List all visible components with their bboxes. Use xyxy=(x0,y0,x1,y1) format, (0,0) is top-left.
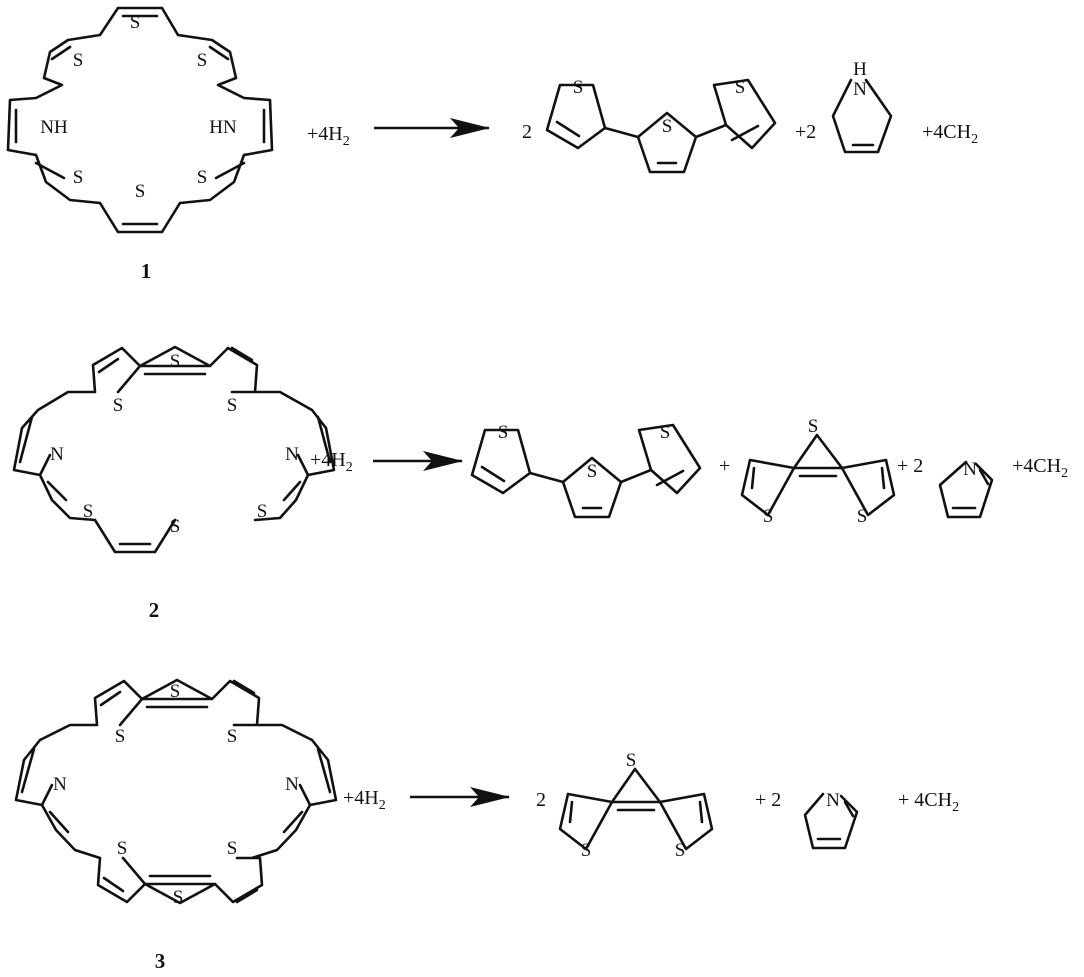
atom-hydrogen: H xyxy=(853,59,867,80)
product-coefficient: 2 xyxy=(522,121,532,143)
atom-sulfur: S xyxy=(197,50,208,71)
atom-sulfur: S xyxy=(662,116,673,137)
macrocycle-2 xyxy=(12,345,336,554)
atom-sulfur: S xyxy=(257,501,268,522)
atom-sulfur: S xyxy=(73,50,84,71)
compound-label: 1 xyxy=(141,259,152,283)
atom-nitrogen: N xyxy=(53,774,67,795)
atom-nitrogen: N xyxy=(50,444,64,465)
atom-sulfur: S xyxy=(675,840,686,861)
atom-hn: HN xyxy=(209,117,237,138)
macrocycle-1 xyxy=(6,6,274,234)
product-coefficient: + xyxy=(719,455,730,477)
atom-sulfur: S xyxy=(113,395,124,416)
pyrrole-product xyxy=(938,460,994,519)
atom-sulfur: S xyxy=(227,838,238,859)
atom-sulfur: S xyxy=(170,516,181,537)
reagent-h2: +4H2 xyxy=(343,787,386,813)
atom-sulfur: S xyxy=(587,461,598,482)
compound-label: 3 xyxy=(155,949,166,973)
compound-label: 2 xyxy=(149,598,160,622)
atom-nitrogen: N xyxy=(963,459,977,480)
atom-sulfur: S xyxy=(115,726,126,747)
atom-sulfur: S xyxy=(626,750,637,771)
atom-sulfur: S xyxy=(581,840,592,861)
atom-nh: NH xyxy=(40,117,68,138)
product-coefficient: +2 xyxy=(795,121,816,143)
terthiophene-product xyxy=(545,78,777,174)
pyrrole-product xyxy=(803,792,859,850)
atom-sulfur: S xyxy=(197,167,208,188)
product-coefficient: + 2 xyxy=(897,455,923,477)
reagent-h2: +4H2 xyxy=(307,123,350,149)
product-ch2: +4CH2 xyxy=(922,121,978,147)
atom-nitrogen: N xyxy=(853,79,867,100)
atom-sulfur: S xyxy=(73,167,84,188)
atom-nitrogen: N xyxy=(826,790,840,811)
atom-sulfur: S xyxy=(573,77,584,98)
macrocycle-3 xyxy=(14,678,338,905)
atom-sulfur: S xyxy=(227,726,238,747)
atom-sulfur: S xyxy=(227,395,238,416)
reaction-2: S S S N N S S S 2 +4H2 S S S + S S S + 2… xyxy=(12,345,1068,622)
atom-sulfur: S xyxy=(83,501,94,522)
atom-sulfur: S xyxy=(763,506,774,527)
atom-nitrogen: N xyxy=(285,444,299,465)
atom-nitrogen: N xyxy=(285,774,299,795)
reaction-1: S S S NH HN S S S 1 +4H2 2 S S S +2 H N … xyxy=(6,6,978,283)
atom-sulfur: S xyxy=(498,422,509,443)
atom-sulfur: S xyxy=(808,416,819,437)
terthiophene-product xyxy=(470,423,702,519)
product-ch2: +4CH2 xyxy=(1012,455,1068,481)
atom-sulfur: S xyxy=(170,351,181,372)
reaction-3: S S S N N S S S 3 +4H2 2 S S S + 2 N + 4… xyxy=(14,678,959,973)
atom-sulfur: S xyxy=(170,681,181,702)
product-coefficient: + 2 xyxy=(755,789,781,811)
atom-sulfur: S xyxy=(857,506,868,527)
atom-sulfur: S xyxy=(117,838,128,859)
atom-sulfur: S xyxy=(135,181,146,202)
atom-sulfur: S xyxy=(130,12,141,33)
atom-sulfur: S xyxy=(660,422,671,443)
atom-sulfur: S xyxy=(173,887,184,908)
product-coefficient: 2 xyxy=(536,789,546,811)
dithienothiophene-product xyxy=(740,433,896,517)
product-ch2: + 4CH2 xyxy=(898,789,959,815)
atom-sulfur: S xyxy=(735,77,746,98)
reagent-h2: +4H2 xyxy=(310,449,353,475)
dihydropyrrole-product xyxy=(831,78,893,154)
dithienothiophene-product xyxy=(558,767,714,851)
